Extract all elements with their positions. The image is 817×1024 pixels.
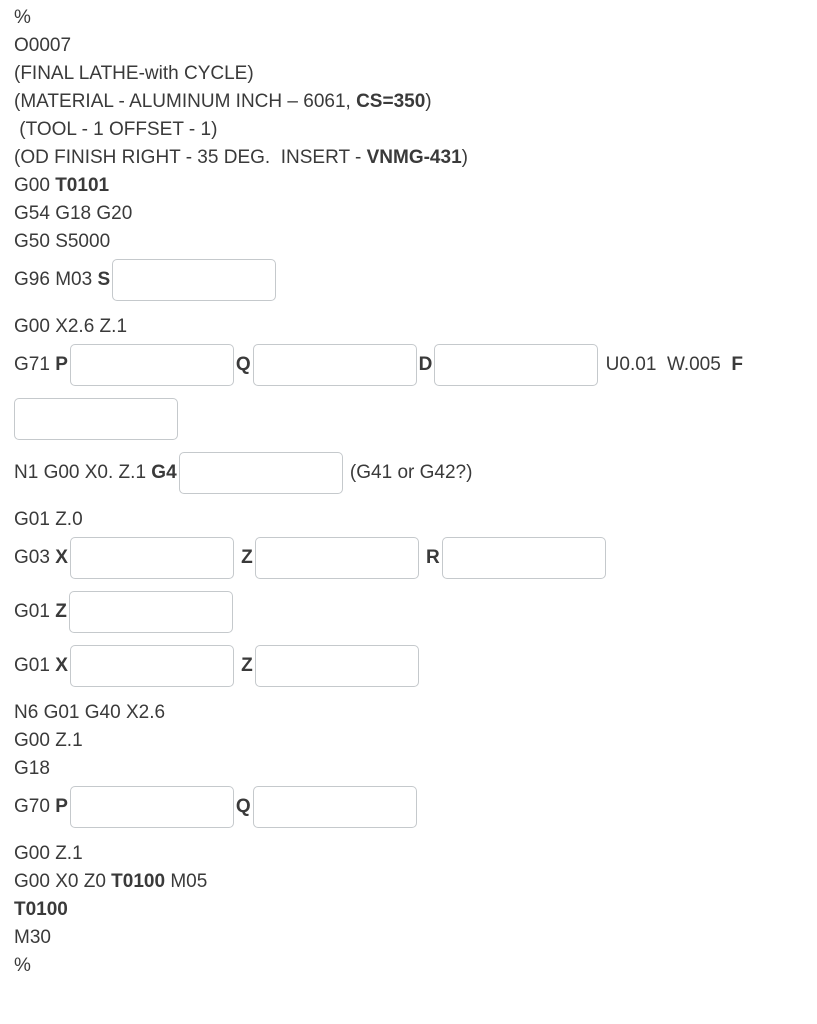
code-line-g00-x26: G00 X2.6 Z.1 [14,313,775,341]
code-line-feed-blank [14,398,775,440]
code-text: G00 X2.6 Z.1 [14,316,128,337]
code-text: G01 [14,601,56,623]
code-line-g01-xz-blank: G01 X Z [14,645,775,687]
code-text: G03 [14,547,56,569]
code-line-g70-finish: G70 P Q [14,786,775,828]
code-text-bold: P [55,796,68,818]
code-line-g71-cycle: G71 P Q D U0.01 W.005 F [14,344,775,386]
code-text: U0.01 W.005 [600,354,732,376]
code-line-g54: G54 G18 G20 [14,200,775,228]
code-text: G01 [14,655,56,677]
code-text-bold: CS=350 [356,91,426,112]
code-text: (TOOL - 1 OFFSET - 1) [14,119,218,140]
code-text: G96 M03 [14,269,98,291]
code-text: (FINAL LATHE-with CYCLE) [14,63,254,84]
code-text: G00 Z.1 [14,843,83,864]
code-text-bold: R [420,547,440,569]
code-text: G54 G18 G20 [14,203,133,224]
code-text-bold: X [55,655,68,677]
code-line-t0100: T0100 [14,896,775,924]
code-line-n6: N6 G01 G40 X2.6 [14,699,775,727]
code-line-g03-arc: G03 X Z R [14,537,775,579]
code-text: G71 [14,354,56,376]
code-text: (OD FINISH RIGHT - 35 DEG. INSERT - [14,147,367,168]
code-text: M30 [14,927,51,948]
code-text: G00 [14,175,56,196]
code-line-comment-insert: (OD FINISH RIGHT - 35 DEG. INSERT - VNMG… [14,144,775,172]
blank-spindle-speed-input[interactable] [112,259,277,301]
code-text-bold: S [97,269,111,291]
code-line-g96-spindle: G96 M03 S [14,259,775,301]
code-text: % [14,7,31,28]
blank-g01-x-z-input[interactable] [254,645,419,687]
code-text-bold: F [731,354,743,376]
quiz-gcode-form: % O0007 (FINAL LATHE-with CYCLE) (MATERI… [14,4,775,980]
code-line-g00-t0101: G00 T0101 [14,172,775,200]
code-text-bold: Z [55,601,67,623]
code-text: (MATERIAL - ALUMINUM INCH – 6061, [14,91,357,112]
blank-g03-z-input[interactable] [254,537,419,579]
code-text-bold: P [55,354,68,376]
code-text: G01 Z.0 [14,509,83,530]
code-text-bold: X [55,547,68,569]
blank-g71-f-input[interactable] [14,398,178,440]
code-text: ) [461,147,468,168]
code-line-comment-title: (FINAL LATHE-with CYCLE) [14,60,775,88]
code-text: ) [425,91,432,112]
blank-g01-z-input[interactable] [68,591,233,633]
code-text-bold: T0100 [111,871,166,892]
code-line-comment-material: (MATERIAL - ALUMINUM INCH – 6061, CS=350… [14,88,775,116]
code-text: M05 [165,871,208,892]
blank-g03-r-input[interactable] [441,537,606,579]
code-text: N1 G00 X0. Z.1 [14,462,152,484]
blank-g71-q-input[interactable] [252,344,417,386]
code-text: O0007 [14,35,72,56]
code-text: G00 X0 Z0 [14,871,112,892]
blank-g41-g42-input[interactable] [178,452,343,494]
code-line-m30: M30 [14,924,775,952]
code-text: N6 G01 G40 X2.6 [14,702,166,723]
code-text-bold: T0101 [55,175,110,196]
code-line-home: G00 X0 Z0 T0100 M05 [14,868,775,896]
code-line-percent-top: % [14,4,775,32]
blank-g71-p-input[interactable] [69,344,234,386]
blank-g03-x-input[interactable] [69,537,234,579]
code-line-g01-z-blank: G01 Z [14,591,775,633]
code-line-percent-bottom: % [14,952,775,980]
code-line-g50: G50 S5000 [14,228,775,256]
code-text: G00 Z.1 [14,730,83,751]
code-line-program-number: O0007 [14,32,775,60]
code-text-bold: Q [235,796,251,818]
blank-g71-d-input[interactable] [434,344,599,386]
code-line-g00-z1-b: G00 Z.1 [14,840,775,868]
code-text: % [14,955,31,976]
code-line-n1-comp: N1 G00 X0. Z.1 G4 (G41 or G42?) [14,452,775,494]
blank-g70-q-input[interactable] [252,786,417,828]
code-text-bold: Z [235,547,253,569]
code-text: G50 S5000 [14,231,111,252]
code-text-bold: Z [235,655,253,677]
code-text-bold: Q [235,354,251,376]
code-text: G18 [14,758,50,779]
code-text: G70 [14,796,56,818]
code-text: (G41 or G42?) [344,462,473,484]
code-line-g01-z0: G01 Z.0 [14,506,775,534]
blank-g70-p-input[interactable] [69,786,234,828]
code-line-comment-tool: (TOOL - 1 OFFSET - 1) [14,116,775,144]
code-text-bold: T0100 [14,899,68,920]
code-line-g00-z1-a: G00 Z.1 [14,727,775,755]
code-line-g18: G18 [14,755,775,783]
blank-g01-x-input[interactable] [69,645,234,687]
code-text-bold: G4 [151,462,177,484]
code-text-bold: D [418,354,433,376]
code-text-bold: VNMG-431 [366,147,462,168]
